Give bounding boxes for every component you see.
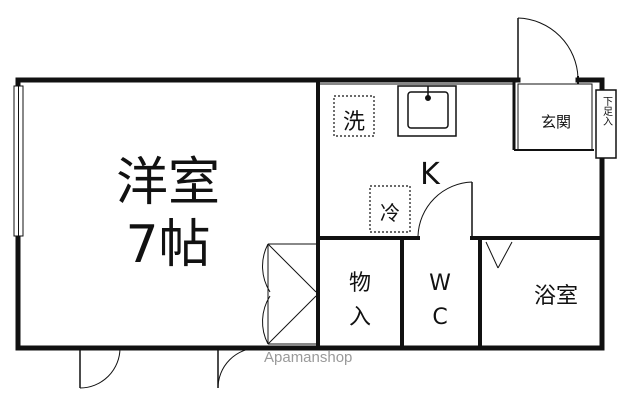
laundry-label: 洗 bbox=[343, 110, 365, 135]
closet-doors bbox=[262, 243, 318, 345]
wc-label-1: W bbox=[429, 271, 451, 296]
bottom-window-right bbox=[217, 347, 259, 389]
fridge-space bbox=[369, 185, 411, 233]
entrance-floor bbox=[517, 83, 593, 151]
shoe-box-label: 下足入 bbox=[601, 96, 613, 126]
watermark: Apamanshop bbox=[264, 349, 352, 366]
entrance-label: 玄関 bbox=[541, 113, 571, 131]
western-room-label: 洋室 bbox=[116, 153, 220, 213]
shoe-box bbox=[595, 89, 617, 159]
bathroom-door bbox=[485, 241, 513, 269]
wc-label-2: C bbox=[432, 305, 447, 330]
bottom-window-left bbox=[79, 347, 121, 389]
laundry-space bbox=[333, 95, 375, 137]
sink bbox=[397, 85, 457, 137]
window-left bbox=[13, 85, 24, 237]
storage-label-2: 入 bbox=[349, 305, 371, 330]
bathroom-label: 浴室 bbox=[534, 284, 578, 309]
kitchen-label: K bbox=[420, 157, 441, 192]
kitchen-door bbox=[417, 181, 473, 238]
western-room-size-label: 7帖 bbox=[125, 215, 210, 275]
entrance-door bbox=[517, 17, 579, 84]
fridge-label: 冷 bbox=[380, 201, 400, 225]
storage-label-1: 物 bbox=[349, 271, 371, 296]
